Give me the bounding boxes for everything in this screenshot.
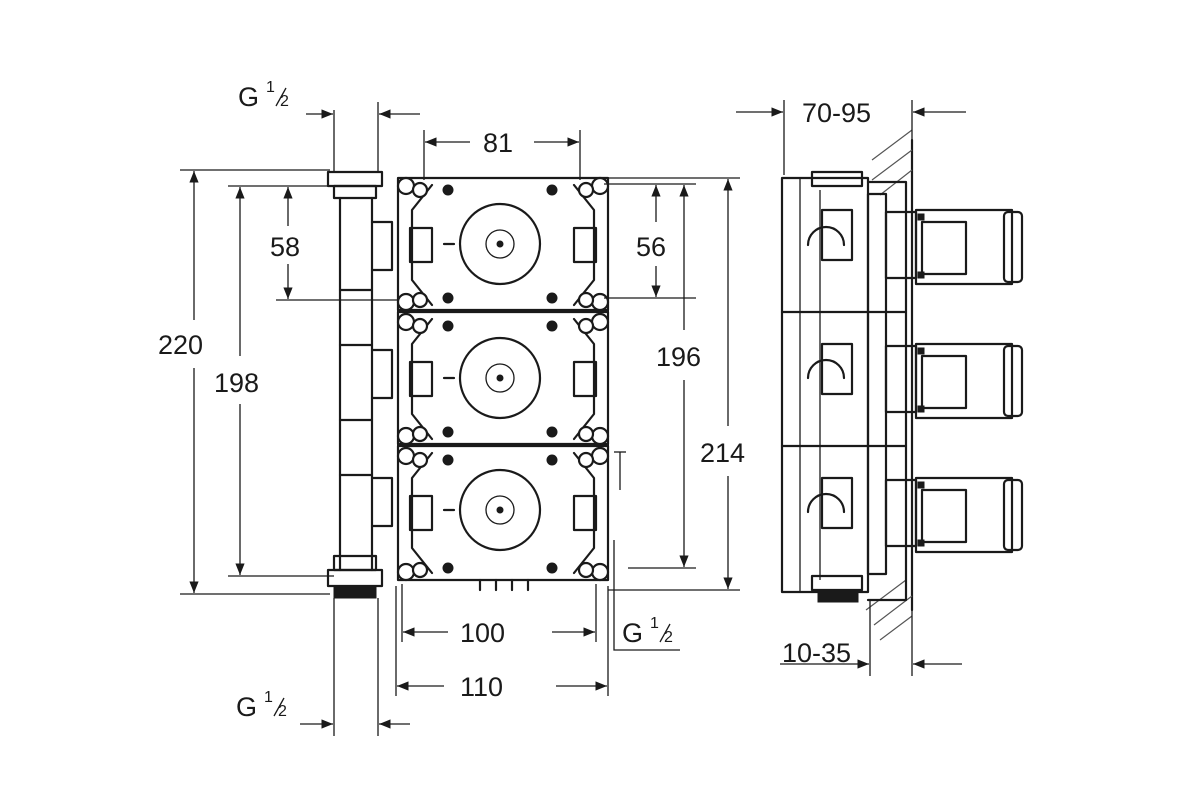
svg-text:G: G bbox=[236, 692, 257, 722]
label-top-width: 81 bbox=[483, 128, 513, 158]
cartridges bbox=[442, 202, 542, 552]
label-bottom-inner-width: 100 bbox=[460, 618, 505, 648]
fraction-slashes bbox=[273, 87, 671, 717]
dimension-lines bbox=[180, 100, 966, 736]
svg-text:2: 2 bbox=[280, 93, 289, 110]
svg-text:2: 2 bbox=[278, 703, 287, 720]
side-view bbox=[780, 129, 1024, 641]
svg-text:2: 2 bbox=[664, 629, 673, 646]
label-bottom-left-thread: G 1 2 bbox=[236, 689, 287, 722]
label-left-outer-height: 220 bbox=[158, 330, 203, 360]
dimension-labels: G 1 2 81 70-95 220 198 58 56 196 214 100… bbox=[158, 79, 871, 722]
label-right-inner-height: 196 bbox=[656, 342, 701, 372]
label-left-inner-height: 198 bbox=[214, 368, 259, 398]
supply-pipe bbox=[326, 170, 394, 599]
label-side-depth: 70-95 bbox=[802, 98, 871, 128]
svg-text:1: 1 bbox=[266, 79, 275, 96]
label-top-left-thread: G 1 2 bbox=[238, 79, 289, 112]
svg-text:1: 1 bbox=[264, 689, 273, 706]
label-module-pitch-left: 58 bbox=[270, 232, 300, 262]
side-caps bbox=[884, 208, 1024, 554]
label-bottom-right-thread: G 1 2 bbox=[622, 615, 673, 648]
label-module-pitch-right: 56 bbox=[636, 232, 666, 262]
side-body bbox=[780, 170, 908, 603]
bottom-feet bbox=[478, 578, 530, 592]
label-right-outer-height: 214 bbox=[700, 438, 745, 468]
svg-text:G: G bbox=[238, 82, 259, 112]
svg-text:1: 1 bbox=[650, 615, 659, 632]
valve-modules bbox=[396, 176, 610, 582]
front-view bbox=[326, 170, 610, 599]
mounting-screws bbox=[396, 176, 610, 582]
svg-text:G: G bbox=[622, 618, 643, 648]
label-wall-offset: 10-35 bbox=[782, 638, 851, 668]
wall bbox=[865, 129, 914, 641]
label-bottom-outer-width: 110 bbox=[460, 672, 503, 702]
